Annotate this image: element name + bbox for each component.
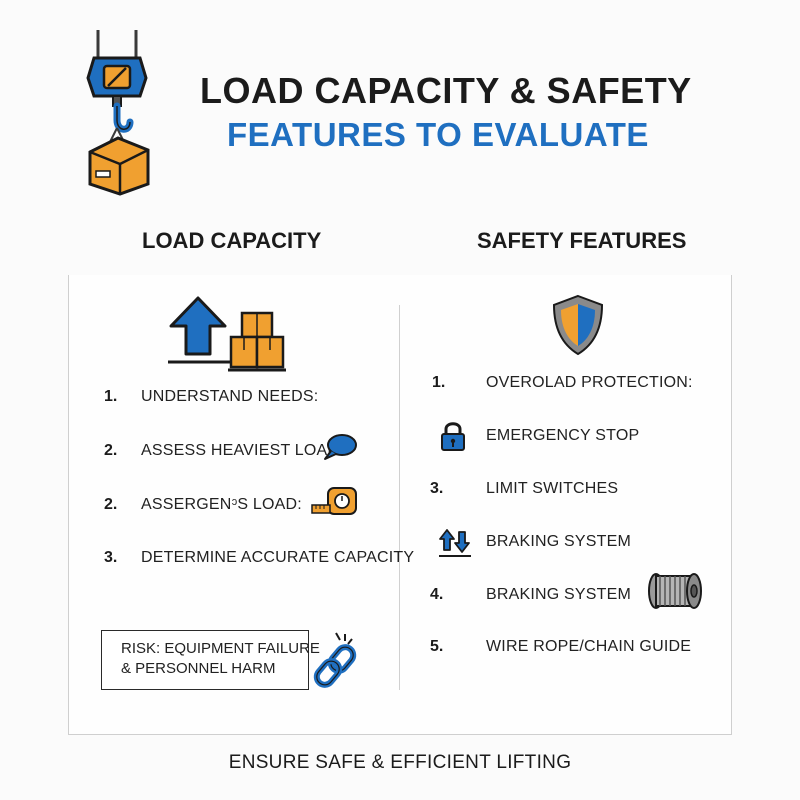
upload-arrow-icon (168, 296, 230, 364)
load-capacity-heading: LOAD CAPACITY (142, 228, 322, 253)
risk-line-2: & PERSONNEL HARM (121, 660, 276, 677)
safety-item-6-number: 5. (430, 638, 444, 655)
risk-callout: RISK: EQUIPMENT FAILURE & PERSONNEL HARM (101, 630, 320, 690)
safety-features-heading: SAFETY FEATURES (477, 228, 687, 253)
boxes-icon (228, 311, 286, 372)
safety-item-2-text: EMERGENCY STOP (486, 427, 640, 444)
risk-line-1: RISK: EQUIPMENT FAILURE (121, 640, 320, 657)
speech-bubble-icon (324, 434, 357, 460)
load-item-2-text: ASSESS HEAVIEST LOAD: (141, 442, 344, 459)
load-item-3-text: ASSERGENᵓS LOAD: (141, 496, 302, 513)
safety-item-3-number: 3. (430, 480, 444, 497)
load-item-2-number: 2. (104, 442, 118, 459)
shield-icon (552, 294, 604, 356)
tape-measure-icon (311, 487, 357, 515)
safety-item-3-text: LIMIT SWITCHES (486, 480, 619, 497)
chain-link-icon (313, 632, 357, 688)
load-item-4-text: DETERMINE ACCURATE CAPACITY (141, 549, 415, 566)
load-item-1-text: UNDERSTAND NEEDS: (141, 388, 319, 405)
up-down-arrows-icon (439, 529, 471, 557)
footer-tagline: ENSURE SAFE & EFFICIENT LIFTING (228, 752, 572, 773)
load-item-3-number: 2. (104, 496, 118, 513)
safety-item-6-text: WIRE ROPE/CHAIN GUIDE (486, 638, 692, 655)
wire-spool-icon (648, 573, 702, 609)
load-item-1-number: 1. (104, 388, 118, 405)
load-item-4-number: 3. (104, 549, 118, 566)
padlock-icon (441, 422, 465, 451)
page-subtitle: FEATURES TO EVALUATE (227, 116, 649, 153)
safety-item-4-text: BRAKING SYSTEM (486, 533, 632, 550)
page-title: LOAD CAPACITY & SAFETY (200, 70, 692, 111)
column-divider (399, 305, 400, 690)
safety-item-5-number: 4. (430, 586, 444, 603)
safety-item-1-text: OVEROLAD PROTECTION: (486, 374, 693, 391)
safety-item-5-text: BRAKING SYSTEM (486, 586, 632, 603)
crane-hook-icon (86, 30, 150, 196)
safety-item-1-number: 1. (432, 374, 446, 391)
